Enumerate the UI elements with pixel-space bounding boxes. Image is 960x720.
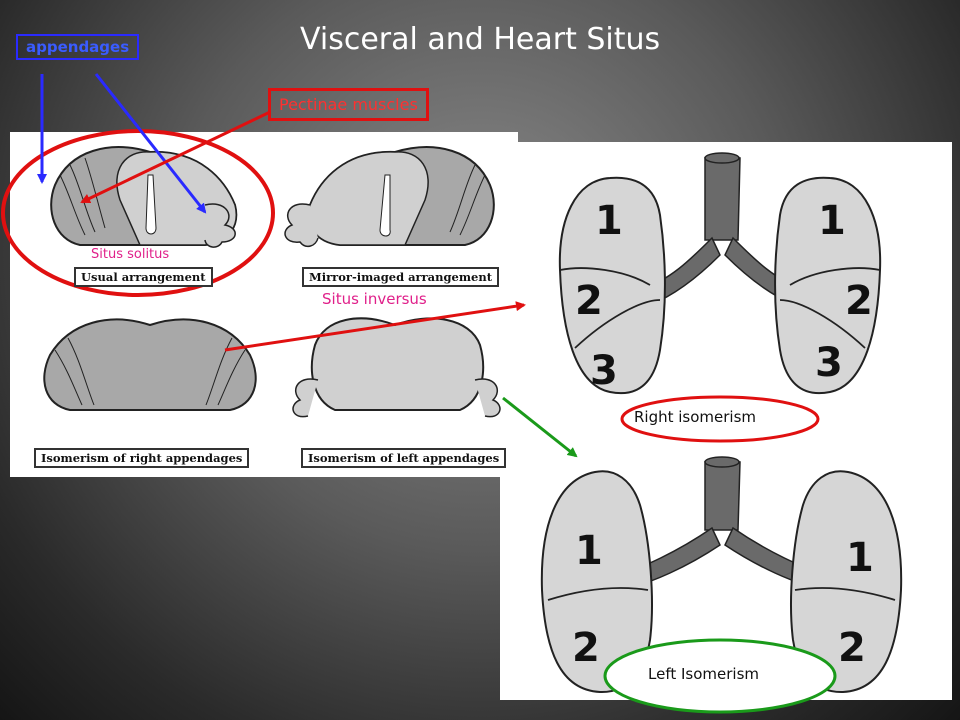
atrium-right-isomerism <box>43 318 257 411</box>
lobe-number: 1 <box>595 198 623 244</box>
caption-mirror-arrangement: Mirror-imaged arrangement <box>302 267 500 287</box>
right-isomerism-arrow <box>224 301 526 352</box>
appendages-label: appendages <box>16 34 140 60</box>
lobe-number: 3 <box>815 340 843 386</box>
lobe-number: 1 <box>846 535 874 581</box>
pectinae-arrow <box>80 110 271 204</box>
situs-solitus-highlight <box>1 129 275 297</box>
pectinae-muscles-label: Pectinae muscles <box>268 88 429 121</box>
lobe-number: 2 <box>575 278 603 324</box>
lobe-number: 1 <box>575 528 603 574</box>
atrium-usual-arrangement <box>50 146 238 248</box>
atrium-mirror-arrangement <box>284 146 495 248</box>
page-title: Visceral and Heart Situs <box>300 22 661 57</box>
lobe-number: 2 <box>572 625 600 671</box>
right-isomerism-label: Right isomerism <box>634 408 757 426</box>
lungs-left-isomerism <box>540 456 903 694</box>
left-isomerism-arrow <box>502 396 578 458</box>
caption-right-appendages: Isomerism of right appendages <box>34 448 250 468</box>
left-isomerism-label: Left Isomerism <box>648 665 760 683</box>
caption-usual-arrangement: Usual arrangement <box>74 267 213 287</box>
lungs-right-isomerism <box>558 152 882 395</box>
lobe-number: 2 <box>838 625 866 671</box>
lobe-number: 3 <box>590 348 618 394</box>
lobe-number: 1 <box>818 198 846 244</box>
atrium-left-isomerism <box>292 317 501 418</box>
left-isomerism-highlight <box>603 638 837 714</box>
situs-solitus-label: Situs solitus <box>91 247 170 262</box>
right-isomerism-highlight <box>620 395 820 443</box>
lobe-number: 2 <box>845 278 873 324</box>
situs-inversus-label: Situs inversus <box>322 290 427 308</box>
appendage-arrow-right <box>94 73 207 214</box>
caption-left-appendages: Isomerism of left appendages <box>301 448 507 468</box>
